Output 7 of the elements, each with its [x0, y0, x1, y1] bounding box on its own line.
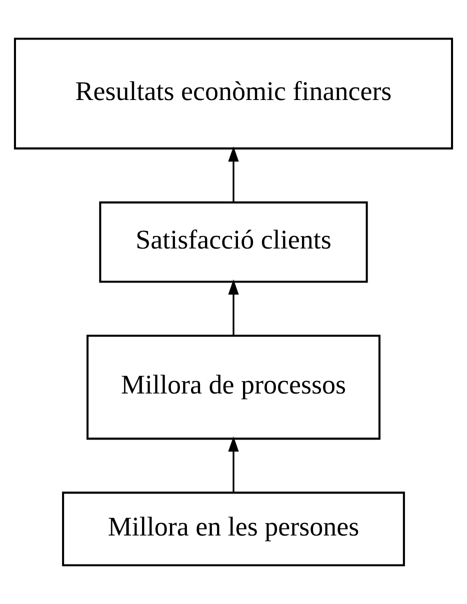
arrow [228, 279, 239, 336]
node-box: Resultats econòmic financers [14, 38, 454, 150]
arrow [228, 146, 239, 202]
node-box: Millora de processos [86, 334, 380, 440]
node-box: Millora en les persones [62, 492, 405, 566]
node-box: Satisfacció clients [99, 201, 368, 283]
arrow [228, 436, 239, 492]
